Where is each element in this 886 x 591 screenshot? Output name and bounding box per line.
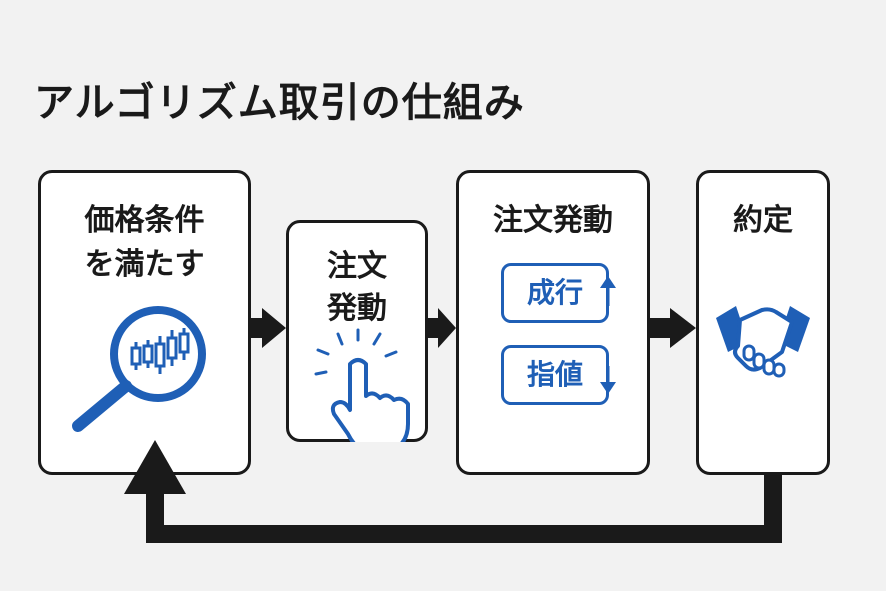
step-label: 注文発動 xyxy=(493,203,613,238)
diagram-title: アルゴリズム取引の仕組み xyxy=(34,80,525,126)
flow-arrow-3 xyxy=(650,308,696,348)
flow-arrow-1 xyxy=(251,308,286,348)
tap-hand-icon xyxy=(314,328,410,442)
arrow-up-icon xyxy=(600,276,616,306)
magnifier-candlestick-icon xyxy=(72,306,206,432)
handshake-icon xyxy=(716,306,810,378)
step-label-line2: 発動 xyxy=(327,291,387,326)
step-label-line2: を満たす xyxy=(84,247,205,282)
order-direction-arrows xyxy=(600,276,616,394)
step-box-execution: 約定 xyxy=(696,170,830,475)
step-box-order-execution: 注文発動 成行 指値 xyxy=(456,170,650,475)
step-label-line1: 価格条件 xyxy=(84,203,205,238)
order-type-limit: 指値 xyxy=(501,345,609,405)
arrow-down-icon xyxy=(600,366,616,394)
step-label-line1: 注文 xyxy=(327,249,387,284)
feedback-loop-arrow xyxy=(124,440,782,543)
step-label: 約定 xyxy=(733,203,793,238)
flow-arrow-2 xyxy=(428,308,456,348)
step-box-price-condition: 価格条件 を満たす xyxy=(38,170,251,475)
step-box-order-trigger: 注文 発動 xyxy=(286,220,428,442)
